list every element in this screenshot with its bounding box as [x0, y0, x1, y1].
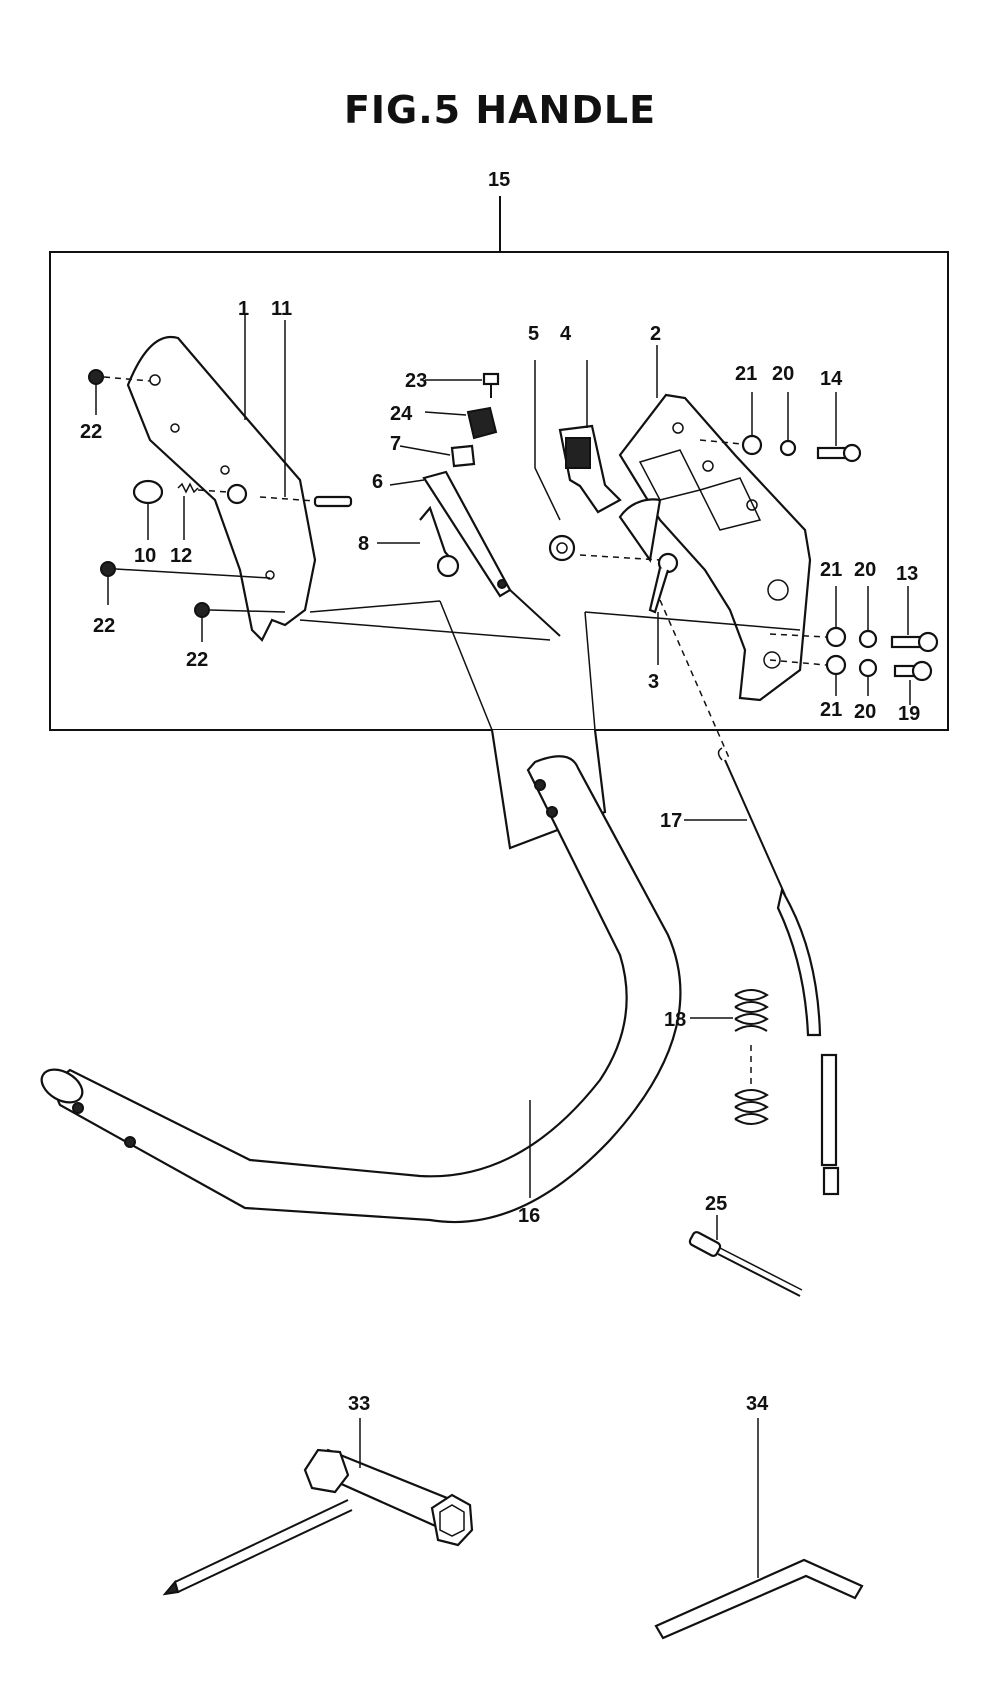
part-22-nut-a [88, 369, 151, 415]
callout-20-top: 20 [772, 363, 794, 385]
callout-3: 3 [648, 671, 659, 693]
part-12-spring [177, 482, 248, 540]
callout-12: 12 [170, 545, 192, 567]
part-13-bolt [890, 586, 939, 653]
part-33-box-wrench [162, 1418, 474, 1596]
part-4-throttle [558, 360, 622, 514]
callout-22-mid: 22 [93, 615, 115, 637]
part-10-cap [132, 479, 164, 540]
callout-17: 17 [660, 810, 682, 832]
part-20-washer-b [858, 586, 878, 649]
part-23-screw [425, 372, 500, 398]
callout-16: 16 [518, 1205, 540, 1227]
part-21-washer-a [699, 392, 763, 456]
callout-2: 2 [650, 323, 661, 345]
callout-18: 18 [664, 1009, 686, 1031]
callout-13: 13 [896, 563, 918, 585]
part-3-lever [579, 498, 679, 665]
callout-11: 11 [271, 298, 292, 320]
part-21-washer-b [769, 586, 847, 648]
part-22-nut-c [194, 602, 286, 642]
assembly-guides [299, 599, 801, 761]
callout-6: 6 [372, 471, 383, 493]
part-21-washer-c [769, 654, 847, 696]
part-19-bolt [893, 660, 933, 705]
part-8-trigger [377, 505, 460, 578]
callout-19: 19 [898, 703, 920, 725]
callout-25: 25 [705, 1193, 727, 1215]
part-2-handle-housing [618, 345, 812, 702]
figure-title: FIG.5 HANDLE [343, 88, 657, 132]
part-6-lever [389, 470, 561, 637]
callout-21-top: 21 [735, 363, 757, 385]
callout-10: 10 [134, 545, 156, 567]
part-7-plate [399, 444, 476, 468]
callout-4: 4 [560, 323, 572, 345]
callout-14: 14 [820, 368, 843, 390]
part-17-cable [684, 747, 840, 1196]
callout-34: 34 [746, 1393, 769, 1415]
part-25-screwdriver [688, 1215, 803, 1297]
callout-22-bottom: 22 [186, 649, 208, 671]
part-1-handle-cover [126, 335, 317, 642]
callout-21-bottom: 21 [820, 699, 842, 721]
callout-20-bottom: 20 [854, 701, 876, 723]
part-16-handle-tube [40, 729, 682, 1224]
part-18-spring [690, 989, 769, 1125]
part-20-washer-a [779, 392, 797, 457]
callout-33: 33 [348, 1393, 370, 1415]
callout-20-mid: 20 [854, 559, 876, 581]
callout-22-top: 22 [80, 421, 102, 443]
part-34-hex-key [654, 1418, 864, 1640]
callout-21-mid: 21 [820, 559, 842, 581]
callout-23: 23 [405, 370, 427, 392]
callout-15: 15 [488, 169, 510, 191]
part-11-pin [259, 320, 353, 508]
part-22-nut-b [100, 561, 271, 605]
part-14-bolt [816, 392, 862, 463]
part-20-washer-c [858, 658, 878, 696]
callout-5: 5 [528, 323, 539, 345]
part-5-spring-rod [534, 360, 576, 562]
callout-8: 8 [358, 533, 369, 555]
callout-24: 24 [390, 403, 413, 425]
callout-1: 1 [238, 298, 249, 320]
part-24-block [424, 406, 498, 440]
callout-7: 7 [390, 433, 401, 455]
